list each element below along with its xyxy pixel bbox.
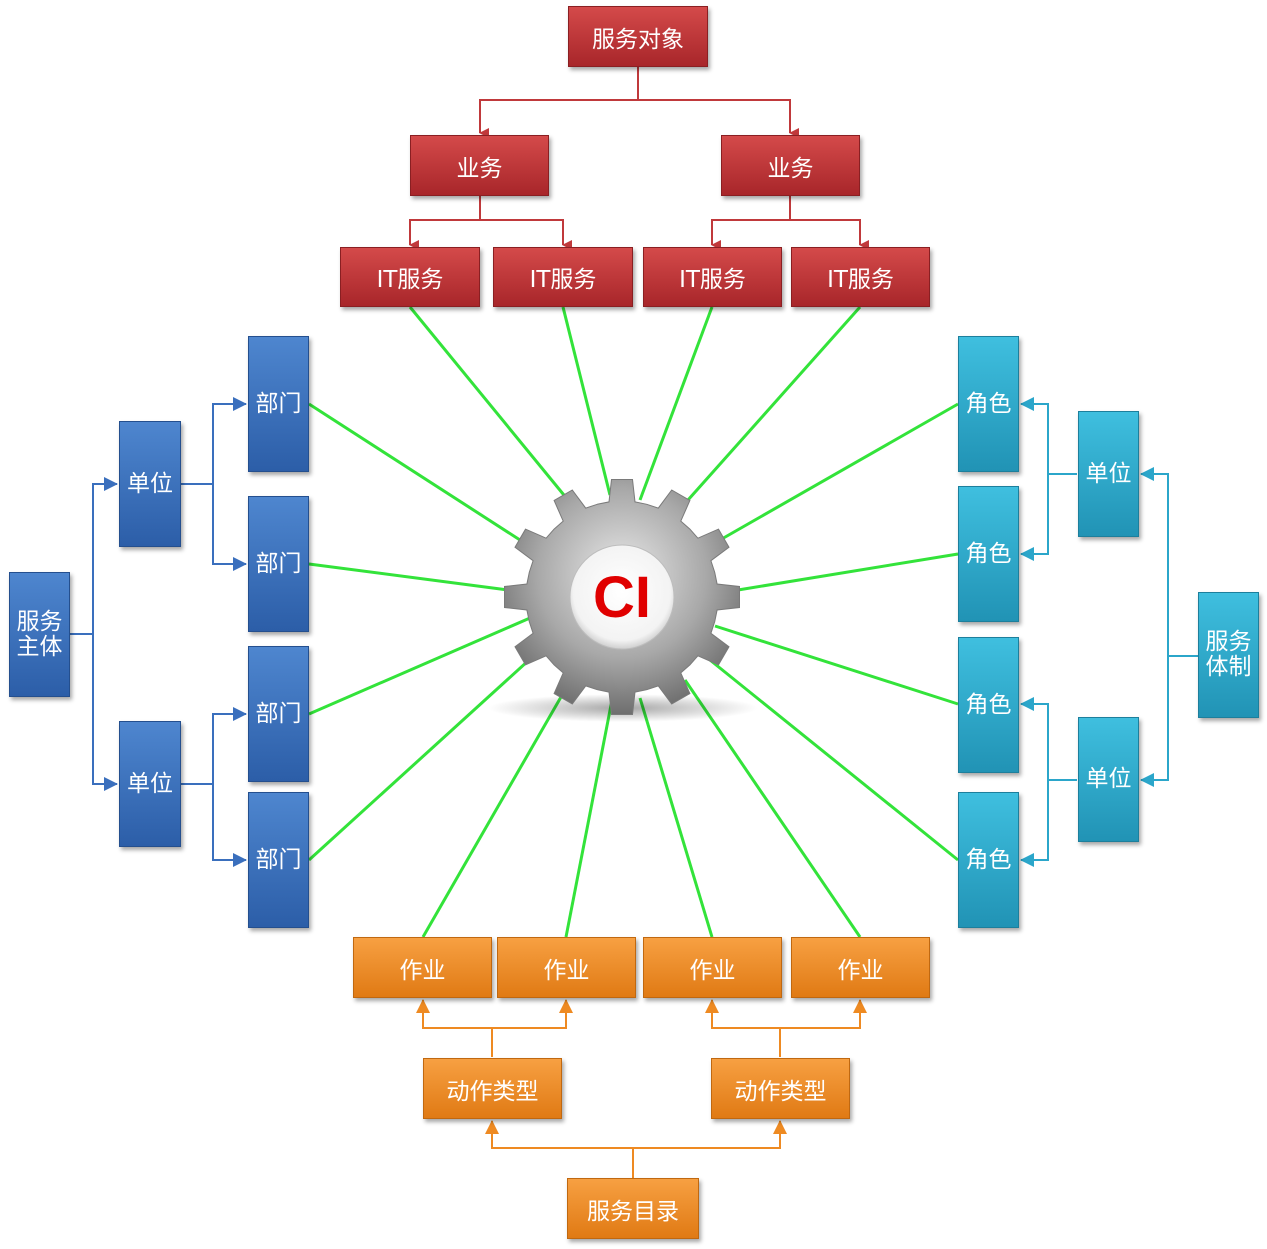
it-service-node: IT服务 [340,247,480,307]
department-node: 部门 [248,336,309,472]
department-node: 部门 [248,646,309,782]
job-node: 作业 [791,937,930,998]
job-node: 作业 [497,937,636,998]
business-node: 业务 [721,135,860,196]
left-connectors [70,397,247,867]
action-type-node: 动作类型 [711,1058,850,1119]
action-type-node: 动作类型 [423,1058,562,1119]
department-node: 部门 [248,792,309,928]
unit-node: 单位 [1078,411,1139,537]
service-catalog-node: 服务目录 [567,1178,699,1239]
role-node: 角色 [958,792,1019,928]
job-node: 作业 [353,937,492,998]
it-service-node: IT服务 [493,247,633,307]
role-node: 角色 [958,336,1019,472]
service-subject-node: 服务主体 [9,572,70,697]
unit-node: 单位 [1078,717,1139,842]
ci-label: CI [593,564,651,630]
bottom-connectors [416,999,867,1178]
top-connectors [409,66,869,250]
it-service-node: IT服务 [791,247,930,307]
department-node: 部门 [248,496,309,632]
unit-node: 单位 [119,721,181,847]
it-service-node: IT服务 [643,247,782,307]
business-node: 业务 [410,135,549,196]
service-system-node: 服务体制 [1198,592,1259,718]
role-node: 角色 [958,637,1019,773]
service-object-node: 服务对象 [568,6,708,67]
unit-node: 单位 [119,421,181,547]
spoke-lines [307,306,959,938]
job-node: 作业 [643,937,782,998]
gear-icon [488,479,758,722]
right-connectors [1020,397,1198,867]
role-node: 角色 [958,486,1019,622]
